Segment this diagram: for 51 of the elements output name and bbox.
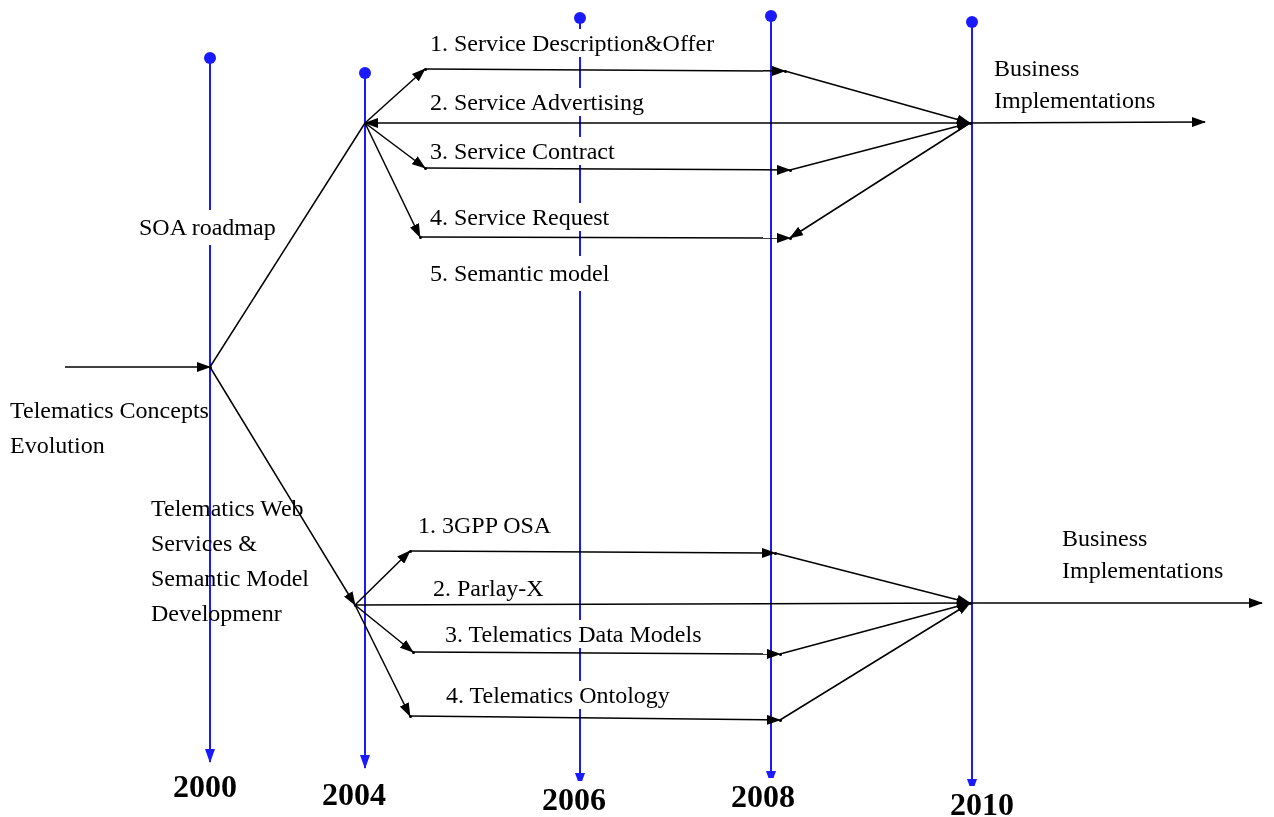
arrow	[789, 121, 971, 171]
junction-point	[773, 551, 777, 555]
arrow	[354, 550, 411, 606]
junction-point	[423, 67, 427, 71]
edge-label: 4. Telematics Ontology	[446, 681, 670, 709]
item-label: 5. Semantic model	[430, 256, 610, 291]
connector-line	[209, 122, 366, 368]
arrow	[789, 122, 971, 239]
junction-point	[408, 549, 412, 553]
phase-label: Telematics Concepts Evolution	[10, 396, 210, 460]
outcome-label: Business Implementations	[1062, 524, 1225, 585]
arrow	[409, 714, 781, 725]
junction-point	[783, 69, 787, 73]
junction-point	[363, 121, 367, 125]
junction-point	[408, 714, 412, 718]
edge-label: 2. Service Advertising	[430, 88, 644, 116]
junction-point	[208, 365, 212, 369]
arrow	[779, 602, 971, 721]
junction-point	[788, 236, 792, 240]
arrow	[969, 117, 1206, 128]
edge-label: 3. Service Contract	[430, 137, 615, 165]
arrow	[364, 122, 421, 238]
arrow	[424, 65, 786, 76]
phase-label: SOA roadmap	[139, 210, 276, 245]
arrow	[424, 164, 791, 175]
arrow	[969, 598, 1263, 608]
junction-point	[423, 166, 427, 170]
junction-point	[418, 235, 422, 239]
arrow	[784, 70, 971, 125]
arrow	[354, 604, 414, 653]
arrow	[209, 366, 356, 606]
arrow	[64, 362, 211, 372]
edge-label: 4. Service Request	[430, 203, 610, 231]
arrow	[409, 547, 776, 558]
arrow	[419, 232, 791, 243]
junction-point	[778, 652, 782, 656]
arrow	[774, 552, 971, 605]
junction-point	[968, 601, 972, 605]
arrow	[412, 648, 781, 659]
junction-point	[968, 121, 972, 125]
junction-point	[788, 168, 792, 172]
junction-point	[778, 718, 782, 722]
arrow	[364, 122, 426, 169]
junction-point	[353, 603, 357, 607]
edge-label: 3. Telematics Data Models	[445, 620, 702, 648]
junction-point	[411, 650, 415, 654]
outcome-label: Business Implementations	[994, 54, 1157, 115]
arrow	[364, 68, 426, 124]
year-label: 2010	[950, 786, 1014, 817]
edge-label: 1. Service Description&Offer	[430, 29, 715, 57]
arrow	[354, 604, 411, 717]
